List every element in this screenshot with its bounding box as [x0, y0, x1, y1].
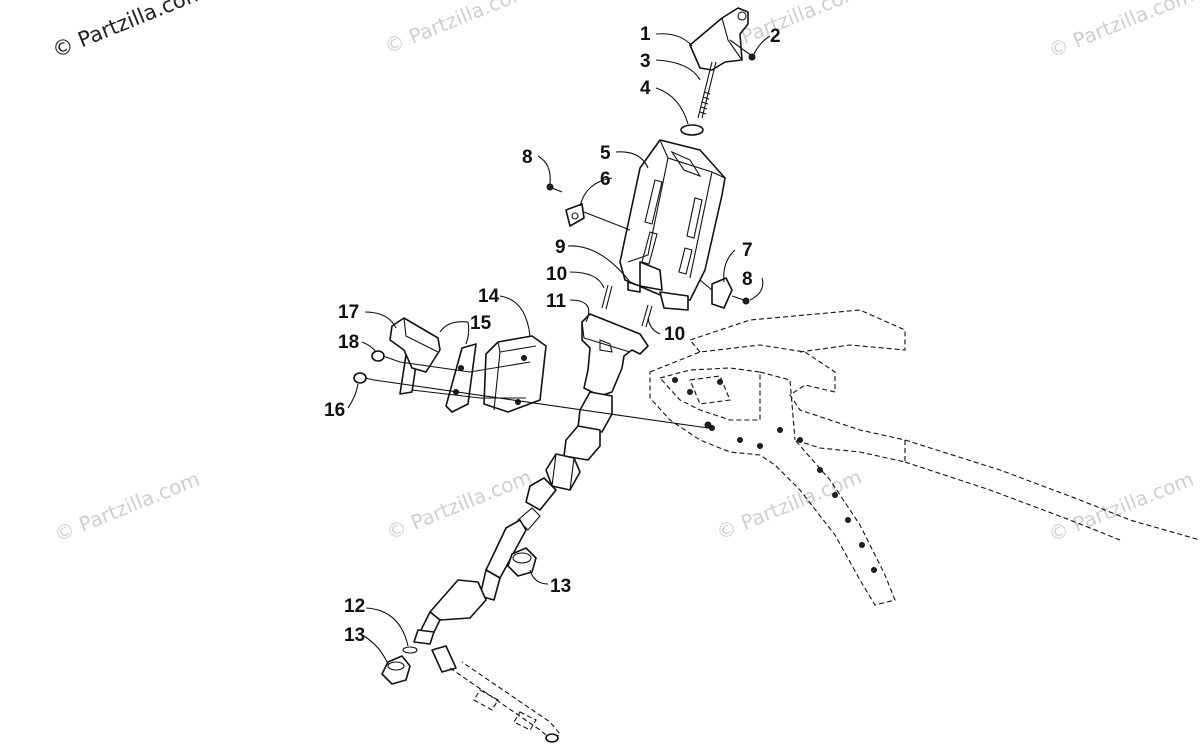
callout-9: 9 — [555, 237, 566, 258]
watermark: © Partzilla.com — [49, 0, 208, 63]
part-16-bolt — [353, 372, 375, 384]
callout-10-lower: 10 — [664, 324, 685, 345]
part-5-column-housing — [619, 139, 726, 311]
callout-7: 7 — [742, 240, 753, 261]
callout-12: 12 — [344, 596, 365, 617]
watermark: © Partzilla.com — [1045, 467, 1197, 547]
part-12-washer — [402, 646, 418, 654]
callout-18: 18 — [338, 332, 359, 353]
callout-11: 11 — [546, 291, 567, 312]
u-joint — [517, 453, 581, 531]
part-10-roll-pin — [641, 304, 653, 328]
part-2-screw — [729, 39, 756, 61]
callout-13-upper: 13 — [550, 576, 571, 597]
part-9-pin — [627, 281, 641, 293]
part-10-roll-pin — [601, 284, 613, 310]
part-13-flange-nut — [507, 547, 537, 577]
alignment-lines — [373, 361, 709, 429]
part-17-cover — [389, 317, 441, 373]
tie-rod — [431, 645, 561, 743]
callout-10-upper: 10 — [546, 264, 567, 285]
part-18-bolt — [371, 350, 401, 363]
callout-5: 5 — [600, 143, 611, 164]
watermark: © Partzilla.com — [713, 465, 865, 545]
lower-steering-shaft — [413, 519, 527, 645]
callout-14: 14 — [478, 286, 500, 307]
part-8-screw — [731, 295, 750, 305]
watermark: © Partzilla.com — [51, 467, 203, 547]
part-14-cover — [483, 335, 547, 413]
callout-13-lower: 13 — [344, 625, 365, 646]
part-13-flange-nut — [381, 655, 411, 685]
callout-6: 6 — [600, 169, 611, 190]
callout-3: 3 — [640, 51, 651, 72]
part-1-upper-bracket — [689, 7, 749, 71]
callout-2: 2 — [770, 26, 781, 47]
callout-labels: 1 2 3 4 5 6 7 8 8 9 10 10 11 12 13 13 14… — [324, 24, 781, 646]
callout-15: 15 — [470, 313, 492, 334]
part-7-clip — [699, 277, 733, 309]
callout-16: 16 — [324, 400, 345, 421]
part-4-washer — [680, 124, 704, 136]
frame-outline — [649, 309, 1200, 606]
callout-8-left: 8 — [522, 147, 533, 168]
part-3-stud — [697, 61, 717, 119]
part-6-clip — [565, 203, 631, 231]
callout-leaders — [347, 33, 771, 665]
watermark: © Partzilla.com — [1045, 0, 1197, 63]
callout-8-right: 8 — [742, 269, 753, 290]
part-15-plate — [445, 343, 477, 413]
callout-17: 17 — [338, 302, 359, 323]
callout-1: 1 — [640, 24, 651, 45]
part-11-upper-shaft — [563, 313, 649, 461]
callout-4: 4 — [640, 78, 651, 99]
part-8-screw — [546, 183, 563, 193]
watermark: © Partzilla.com — [381, 0, 533, 59]
